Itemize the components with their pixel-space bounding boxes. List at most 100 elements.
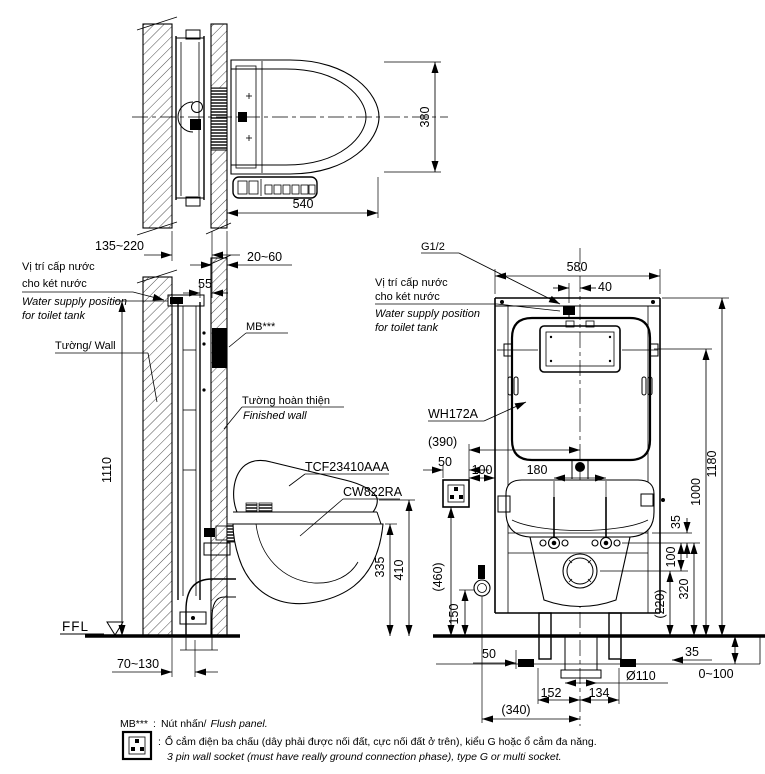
- in-wall-frame-section: [167, 294, 236, 651]
- dim-valve-offset-label: (340): [501, 703, 530, 717]
- access-panel: [539, 320, 621, 373]
- g-half-callout: G1/2: [421, 241, 561, 305]
- dim-valve-height-label: 150: [447, 604, 461, 625]
- dim-tank-gap-label: 55: [198, 277, 212, 291]
- dim-frame-edge-offset-label: 35: [685, 645, 699, 659]
- dim-valve-offset: (340): [482, 703, 580, 723]
- bowl-model-callout: CW822RA: [299, 485, 403, 537]
- ffl-label: FFL: [62, 619, 89, 634]
- dim-socket-offset-label: (390): [428, 435, 457, 449]
- dim-drain-diameter: Ø110: [565, 669, 668, 687]
- dim-bowl-height-label: 335: [373, 557, 387, 578]
- dim-socket-offset: (390): [428, 435, 580, 482]
- tank-model-callout: WH172A: [428, 401, 527, 422]
- drain-pipe-below-floor: [560, 636, 602, 679]
- washlet-lid-side: [233, 459, 378, 513]
- dim-bowl-height: 335: [373, 523, 397, 636]
- flush-panel-code-label: MB***: [246, 321, 276, 333]
- water-supply-front-vi-1: Vị trí cấp nước: [375, 277, 448, 289]
- dim-seat-width: 380: [384, 61, 441, 173]
- water-supply-callout-side: Vị trí cấp nước cho két nước Water suppl…: [22, 261, 165, 322]
- washlet-front: [505, 479, 655, 538]
- wall-label: Tường/ Wall: [55, 340, 116, 352]
- plan-view: 540 380 135~220 20~60 55: [95, 16, 448, 298]
- dim-drain-right-label: 134: [589, 686, 610, 700]
- dim-drain-center-height: (220): [653, 571, 674, 636]
- water-supply-front-en-2: for toilet tank: [375, 322, 438, 334]
- flush-panel-section: [212, 328, 227, 368]
- dim-supply-height-label: 1110: [100, 457, 114, 483]
- socket-note-vi: :Ổ cắm điện ba chấu (dây phải được nối đ…: [158, 735, 597, 748]
- dim-finished-wall-thickness: 20~60: [190, 250, 292, 269]
- tank-model-label: WH172A: [428, 407, 479, 421]
- dim-finished-wall-thickness-label: 20~60: [247, 250, 282, 264]
- finished-wall-en-label: Finished wall: [243, 410, 307, 422]
- dim-frame-width: 580: [494, 260, 661, 294]
- flush-panel-note: MB***:Nút nhấn/Flush panel.: [120, 718, 268, 730]
- water-supply-callout-front: Vị trí cấp nước cho két nước Water suppl…: [375, 277, 561, 334]
- finished-wall-vi-label: Tường hoàn thiện: [242, 395, 330, 407]
- dim-socket-width-label: 50: [438, 455, 452, 469]
- supply-thread-label: G1/2: [421, 241, 445, 253]
- dim-tank-top-height-label: 1000: [689, 478, 703, 506]
- water-supply-en-2: for toilet tank: [22, 310, 85, 322]
- dim-valve-alt-height-label: (460): [431, 562, 445, 591]
- dim-seat-height: 410: [379, 499, 415, 636]
- dim-drain-left-label: 152: [541, 686, 562, 700]
- washlet-model-callout: TCF23410AAA: [288, 460, 390, 487]
- dim-seat-depth: 540: [227, 177, 379, 218]
- dim-wall-cavity-label: 135~220: [95, 239, 144, 253]
- dim-supply-height: 1110: [100, 300, 168, 636]
- dim-bolt-to-drain-label: 100: [664, 547, 678, 568]
- dim-valve-alt-height: (460): [431, 506, 466, 636]
- tank-front: [503, 306, 659, 479]
- dim-bolt-pitch-label: 180: [527, 463, 548, 477]
- dim-bolt-height: 320: [677, 543, 698, 636]
- wall-socket-symbol: [442, 479, 470, 508]
- wall-hatch-section: [142, 276, 173, 637]
- dim-floor-buildup: 0~100: [698, 636, 739, 681]
- front-view: 580 40 G1/2 Vị trí cấp nước cho két nước…: [375, 241, 765, 726]
- flush-panel-callout: MB***: [228, 321, 288, 348]
- dim-socket-to-frame-label: 100: [472, 463, 493, 477]
- bowl-model-label: CW822RA: [343, 485, 403, 499]
- dim-drain-legs: 152 134: [537, 668, 620, 704]
- socket-note-icon: [121, 730, 153, 761]
- dim-plate-to-bolt-label: 35: [669, 515, 683, 529]
- dim-frame-edge-offset: 35: [672, 645, 712, 664]
- drain-outlet-front: [562, 553, 598, 589]
- toilet-side-view: [203, 459, 384, 605]
- dim-plate-to-bolt: 35: [622, 515, 700, 558]
- dim-leg-offset-label: 50: [482, 647, 496, 661]
- dim-frame-height-label: 1180: [705, 451, 719, 478]
- frame-legs: [518, 612, 636, 667]
- dim-bolt-pitch: 180: [527, 463, 607, 497]
- dim-tank-top-height: 1000: [654, 348, 712, 636]
- dim-frame-width-label: 580: [567, 260, 588, 274]
- dim-valve-height: 150: [447, 589, 474, 636]
- dim-drain-offset-label: 70~130: [117, 657, 159, 671]
- wall-hatch-plan: [142, 23, 173, 229]
- flush-panel-plan: [210, 87, 228, 151]
- side-section-view: FFL 1110 335 410 70~130: [22, 254, 415, 677]
- dim-drain-diameter-label: Ø110: [626, 669, 656, 683]
- bowl-side: [232, 523, 384, 605]
- dim-socket-width: 50: [423, 455, 489, 478]
- dim-supply-offset-label: 40: [598, 280, 612, 294]
- fixing-bolt-left: [539, 536, 569, 550]
- water-supply-front-vi-2: cho két nước: [375, 291, 440, 303]
- finished-wall-callout: Tường hoàn thiện Finished wall: [223, 395, 344, 430]
- dim-drain-center-height-label: (220): [653, 589, 667, 618]
- dim-leg-offset: 50: [473, 647, 517, 669]
- dim-drain-offset: 70~130: [112, 638, 218, 677]
- water-supply-en-1: Water supply position: [22, 296, 127, 308]
- fixing-bolt-right: [591, 536, 621, 550]
- dim-socket-to-frame: 100: [469, 463, 495, 482]
- wall-callout: Tường/ Wall: [55, 340, 158, 403]
- water-supply-front-en-1: Water supply position: [375, 308, 480, 320]
- notes-block: MB***:Nút nhấn/Flush panel. :Ổ cắm điện …: [120, 718, 597, 763]
- socket-note-en: 3 pin wall socket (must have really grou…: [167, 751, 562, 763]
- water-supply-vi-1: Vị trí cấp nước: [22, 261, 95, 273]
